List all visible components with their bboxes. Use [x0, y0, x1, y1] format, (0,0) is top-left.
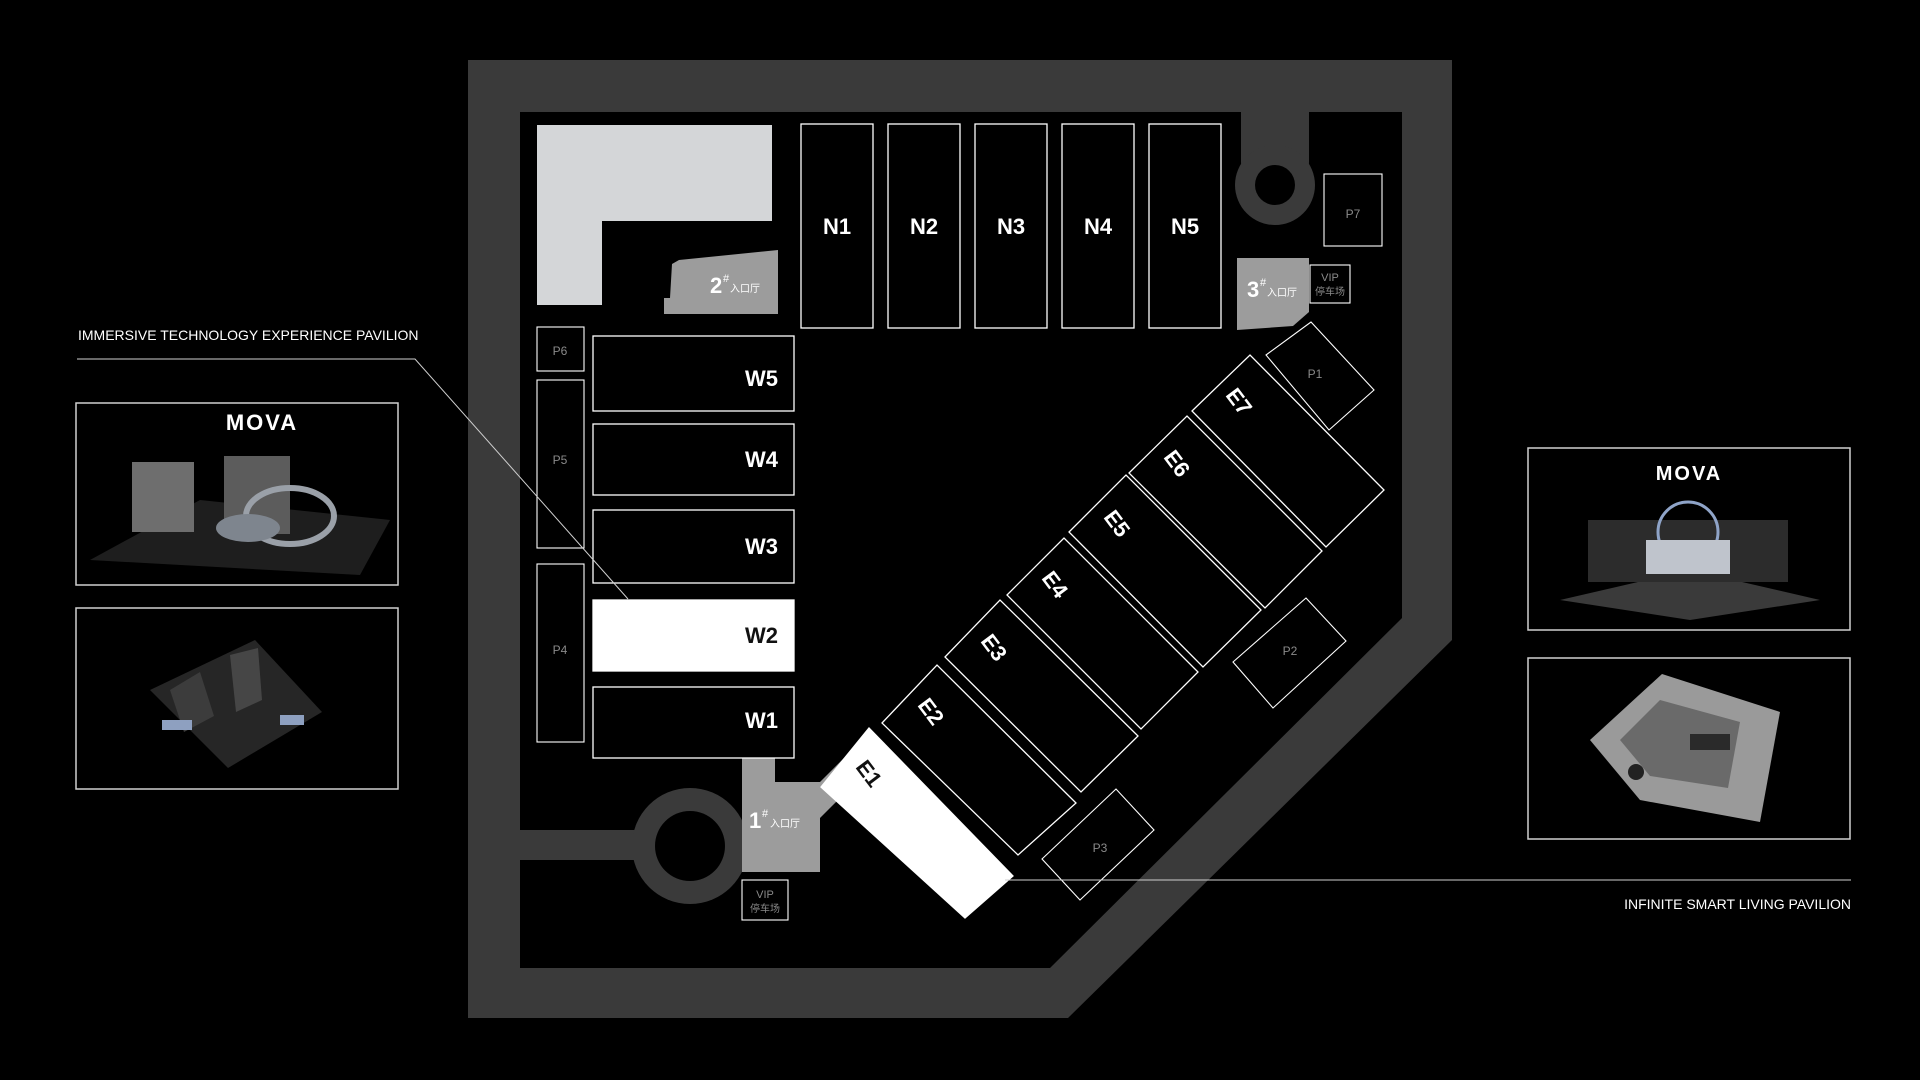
right-booth-render-1[interactable]: MOVA	[1527, 447, 1851, 631]
left-booth-render-1-logo: MOVA	[226, 410, 298, 435]
hall-N3[interactable]: N3	[974, 123, 1048, 329]
parking-P3-label: P3	[1093, 841, 1108, 855]
entrance-3-number: 3	[1247, 277, 1259, 302]
hall-E2[interactable]: E2	[881, 664, 1077, 856]
hall-W2-label: W2	[745, 623, 778, 648]
vip-southwest-sub: 停车场	[750, 902, 780, 915]
parking-P2[interactable]: P2	[1232, 597, 1347, 709]
right-booth-render-2[interactable]	[1527, 657, 1851, 840]
hall-N4-label: N4	[1084, 214, 1113, 239]
entrance-3-text: 入口厅	[1267, 288, 1297, 299]
hall-E1[interactable]: E1	[820, 727, 1014, 919]
hall-W1[interactable]: W1	[592, 686, 795, 759]
right-pavilion-caption: INFINITE SMART LIVING PAVILION	[1624, 896, 1851, 912]
left-leader-line	[77, 358, 629, 600]
hall-W3-label: W3	[745, 534, 778, 559]
entrance-2-text: 入口厅	[730, 284, 760, 295]
entrance-1-number: 1	[749, 808, 761, 833]
entrance-2-mark: #	[723, 273, 730, 285]
hall-N3-label: N3	[997, 214, 1025, 239]
vip-parking-southwest[interactable]: VIP 停车场	[741, 879, 789, 921]
parking-P5[interactable]: P5	[536, 379, 585, 549]
west-parking: P6 P5 P4	[536, 326, 585, 743]
vip-parking-northeast[interactable]: VIP 停车场	[1309, 264, 1351, 304]
northeast-roundabout	[1235, 112, 1315, 225]
left-booth-render-1[interactable]: MOVA	[75, 402, 399, 586]
north-halls: N1 N2 N3 N4 N5	[800, 123, 1222, 329]
parking-P6-label: P6	[553, 344, 568, 358]
hall-N1-label: N1	[823, 214, 851, 239]
west-halls: W5 W4 W3 W2 W1	[592, 335, 795, 759]
entrance-1-text: 入口厅	[770, 819, 800, 830]
parking-P2-label: P2	[1283, 644, 1298, 658]
east-halls: E1 E2 E3 E4 E5 E6 E7	[820, 354, 1385, 919]
parking-P4[interactable]: P4	[536, 563, 585, 743]
hall-N5-label: N5	[1171, 214, 1199, 239]
parking-P1[interactable]: P1	[1265, 321, 1375, 431]
vip-northeast-sub: 停车场	[1315, 285, 1345, 298]
entrance-3-mark: #	[1260, 277, 1267, 289]
hall-W2[interactable]: W2	[592, 599, 795, 672]
entrance-hall-2: 2 # 入口厅	[664, 250, 778, 314]
entrance-1-mark: #	[762, 808, 769, 820]
parking-P3[interactable]: P3	[1041, 788, 1155, 901]
hall-E4[interactable]: E4	[1006, 537, 1199, 730]
hall-E6[interactable]: E6	[1128, 415, 1323, 609]
parking-P7-label: P7	[1346, 207, 1361, 221]
hall-W4[interactable]: W4	[592, 423, 795, 496]
hall-E5[interactable]: E5	[1068, 474, 1262, 668]
southwest-roundabout	[520, 788, 748, 904]
hall-W5-label: W5	[745, 366, 778, 391]
east-parking: P1 P2 P3	[1041, 321, 1375, 901]
hall-E7[interactable]: E7	[1191, 354, 1385, 548]
hall-W1-label: W1	[745, 708, 778, 733]
hall-N1[interactable]: N1	[800, 123, 874, 329]
hall-W3[interactable]: W3	[592, 509, 795, 584]
parking-P4-label: P4	[553, 643, 568, 657]
entrance-2-number: 2	[710, 273, 722, 298]
entrance-hall-3: 3 # 入口厅	[1237, 258, 1309, 330]
parking-P5-label: P5	[553, 453, 568, 467]
hall-N2-label: N2	[910, 214, 938, 239]
plaza-block	[537, 125, 772, 305]
hall-N4[interactable]: N4	[1061, 123, 1135, 329]
hall-N2[interactable]: N2	[887, 123, 961, 329]
parking-P6[interactable]: P6	[536, 326, 585, 372]
hall-N5[interactable]: N5	[1148, 123, 1222, 329]
vip-southwest-label: VIP	[756, 889, 774, 901]
hall-W4-label: W4	[745, 447, 779, 472]
left-booth-render-2[interactable]	[75, 607, 399, 790]
hall-E3[interactable]: E3	[944, 599, 1139, 793]
vip-northeast-label: VIP	[1321, 272, 1339, 284]
parking-P1-label: P1	[1308, 367, 1323, 381]
left-pavilion-caption: IMMERSIVE TECHNOLOGY EXPERIENCE PAVILION	[78, 327, 419, 343]
hall-W5[interactable]: W5	[592, 335, 795, 412]
right-booth-render-1-logo: MOVA	[1656, 463, 1723, 485]
parking-P7[interactable]: P7	[1323, 173, 1383, 247]
